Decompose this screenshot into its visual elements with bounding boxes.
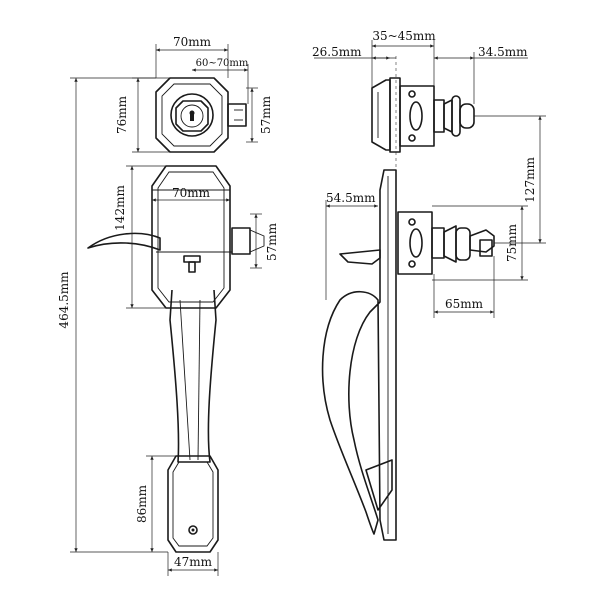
dim-latch-height: 57mm	[250, 213, 279, 269]
dim-bottom-plate-height: 86mm	[135, 455, 176, 552]
label-backset: 60~70mm	[196, 58, 249, 69]
label-knob-rose-height: 75mm	[505, 223, 519, 262]
label-deadbolt-height: 76mm	[115, 95, 129, 134]
label-deadbolt-width: 70mm	[173, 35, 212, 49]
side-view: 35~45mm 26.5mm 34.5mm 127mm 54.5mm	[312, 29, 546, 541]
dim-center-distance: 127mm	[474, 115, 546, 244]
dim-backset: 60~70mm	[192, 58, 249, 104]
label-door-thickness: 35~45mm	[372, 29, 436, 43]
side-handleset	[321, 169, 495, 541]
front-handleset-body	[87, 165, 265, 553]
label-deadbolt-latch-height: 57mm	[259, 95, 273, 134]
label-bottom-plate-height: 86mm	[135, 484, 149, 523]
side-deadbolt	[371, 77, 475, 153]
dim-knob-projection: 65mm	[433, 256, 495, 318]
label-bottom-plate-width: 47mm	[174, 555, 213, 569]
dim-knob-rose-height: 75mm	[432, 205, 528, 281]
dim-deadbolt-interior: 34.5mm	[434, 45, 528, 104]
dim-total-height: 464.5mm	[57, 77, 168, 553]
dim-door-thickness: 35~45mm	[371, 29, 436, 88]
dim-deadbolt-exterior: 26.5mm	[312, 45, 396, 60]
label-deadbolt-exterior: 26.5mm	[312, 45, 362, 59]
label-handle-projection: 54.5mm	[326, 191, 376, 205]
dim-deadbolt-latch-height: 57mm	[246, 87, 273, 143]
dim-bottom-plate-width: 47mm	[167, 552, 219, 576]
label-latch-height: 57mm	[265, 222, 279, 261]
dim-body-width: 70mm	[152, 186, 230, 202]
label-deadbolt-interior: 34.5mm	[478, 45, 528, 59]
front-view: 70mm 60~70mm 76mm 57mm 142mm	[57, 35, 279, 576]
dim-deadbolt-width: 70mm	[155, 35, 229, 78]
label-knob-projection: 65mm	[445, 297, 484, 311]
label-body-width: 70mm	[172, 186, 211, 200]
dim-body-height: 142mm	[113, 165, 166, 309]
dim-handle-projection: 54.5mm	[325, 191, 378, 300]
label-body-height: 142mm	[113, 185, 127, 231]
front-deadbolt	[155, 77, 247, 153]
label-center-distance: 127mm	[523, 157, 537, 203]
label-total-height: 464.5mm	[57, 271, 71, 329]
